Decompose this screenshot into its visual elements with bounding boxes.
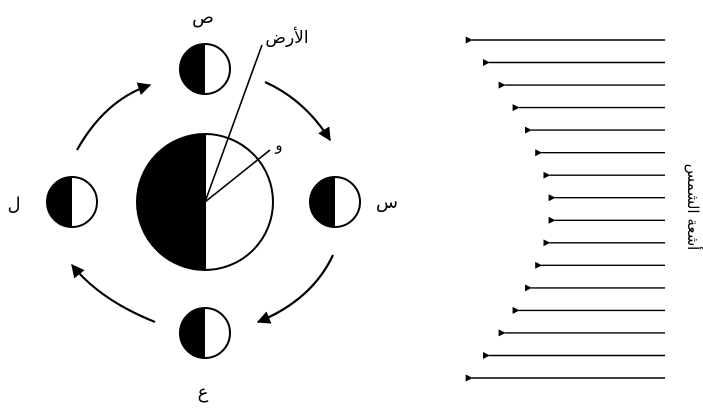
label-moon-top: ص	[192, 7, 214, 28]
moon-left	[47, 177, 97, 227]
earth-shaded-half	[137, 134, 205, 270]
orbit-arrow-bottom-left	[72, 265, 155, 322]
label-sun-rays: أشعة الشمس	[684, 164, 703, 251]
label-moon-bottom: ع	[198, 382, 209, 403]
orbit-arrow-top-left	[77, 85, 150, 150]
moon-top	[180, 44, 230, 94]
moon-right	[310, 177, 360, 227]
label-moon-right: س	[376, 192, 398, 213]
orbit-arrow-top-right	[265, 82, 330, 140]
moon-bottom	[180, 308, 230, 358]
label-moon-left: ل	[7, 194, 20, 215]
orbit-arrow-bottom-right	[258, 255, 333, 322]
label-angle: و	[274, 136, 282, 154]
sun-rays	[472, 40, 665, 378]
label-earth: الأرض	[265, 27, 308, 48]
